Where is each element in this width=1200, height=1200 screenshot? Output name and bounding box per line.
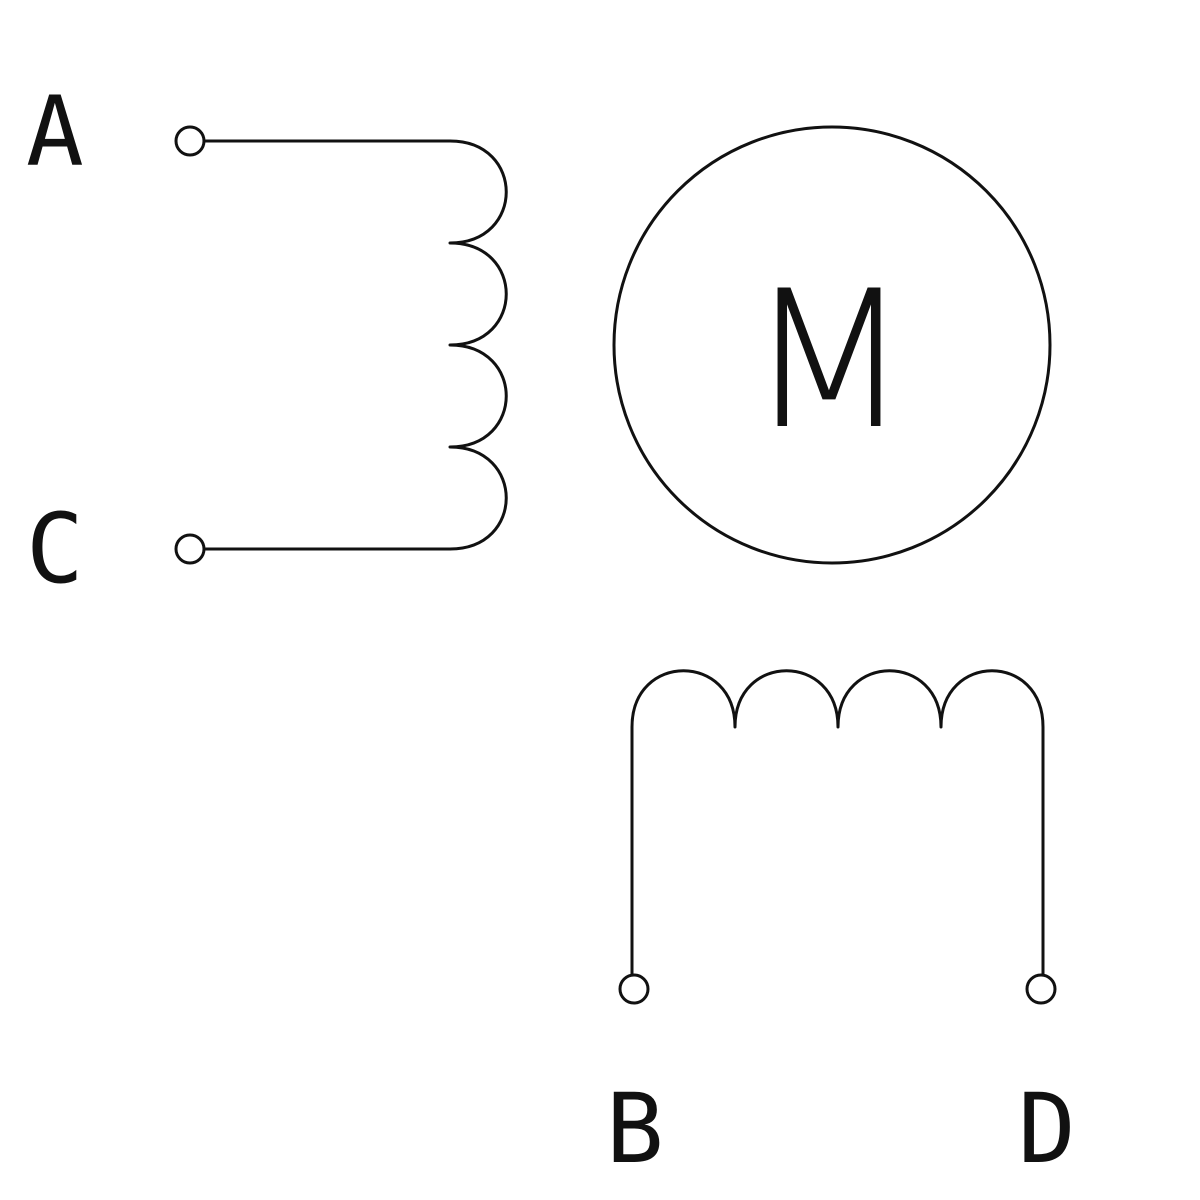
terminal-a [174, 125, 206, 157]
terminal-label-b: B [606, 1073, 664, 1185]
terminal-c [174, 533, 206, 565]
terminal-label-a: A [26, 76, 84, 188]
coil-b-d [618, 669, 1057, 1005]
motor-circle [612, 125, 1052, 565]
terminal-d [1025, 973, 1057, 1005]
coil-a-c-winding [448, 139, 508, 551]
terminal-label-d: D [1018, 1073, 1076, 1185]
motor-symbol: M [612, 125, 1052, 565]
terminal-label-c: C [26, 493, 84, 605]
coil-a-c [174, 125, 508, 565]
coil-b-d-winding [630, 669, 1045, 978]
motor-label: M [747, 250, 911, 471]
terminal-b [618, 973, 650, 1005]
